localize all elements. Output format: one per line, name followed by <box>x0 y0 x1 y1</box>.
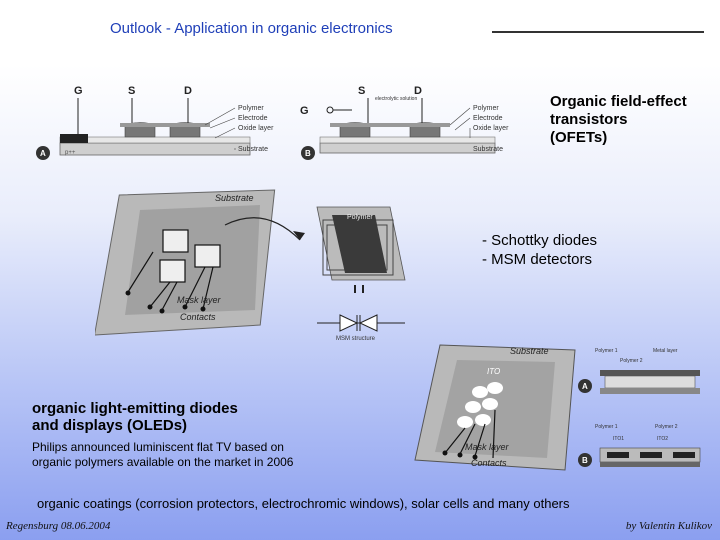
ofet-caption-line-2: transistors <box>550 111 628 128</box>
oled-b-label-ito2: ITO2 <box>657 436 668 442</box>
oled-caption: organic light-emitting diodes and displa… <box>32 400 238 434</box>
ofet-b-panel-badge <box>301 146 315 160</box>
oled-a-label-metal: Metal layer <box>653 348 678 354</box>
ofet-b-panel-label: B <box>305 149 311 158</box>
oled-mask-layer-label: Mask layer <box>465 442 510 452</box>
msm-contacts-label: Contacts <box>180 312 216 322</box>
ofet-a-label-polymer: Polymer <box>238 105 264 112</box>
msm-mask-layer-label: Mask layer <box>177 295 222 305</box>
oled-b-label-ito1: ITO1 <box>613 436 624 442</box>
oled-contacts-label: Contacts <box>471 458 507 468</box>
oled-substrate-label: Substrate <box>510 346 549 356</box>
msm-substrate-label: Substrate <box>215 193 254 203</box>
slide-title: Outlook - Application in organic electro… <box>110 20 393 37</box>
oled-diagram: Substrate ITO Mask layer Contacts A Poly… <box>414 344 701 471</box>
oled-b-label-polymer2: Polymer 2 <box>655 424 678 430</box>
ofet-diagram: G S D Polymer Electrode Oxide layer Subs… <box>36 85 509 160</box>
ofet-a-label-electrode: Electrode <box>238 115 268 122</box>
ofet-a-doping: p++ <box>65 150 76 156</box>
coatings-note: organic coatings (corrosion protectors, … <box>37 496 570 511</box>
ofet-b-label-substrate: Substrate <box>473 146 503 153</box>
schottky-caption-line-2: - MSM detectors <box>482 251 593 268</box>
oled-b-label-polymer1: Polymer 1 <box>595 424 618 430</box>
oled-panel-b-label: B <box>582 456 588 465</box>
ofet-a-g-label: G <box>74 85 83 97</box>
ofet-a-substrate <box>59 142 251 156</box>
ofet-b-g-label: G <box>300 105 309 117</box>
ofet-b-label-oxide: Oxide layer <box>473 125 509 132</box>
oled-a-label-polymer1: Polymer 1 <box>595 348 618 354</box>
ofet-a: G S D Polymer Electrode Oxide layer Subs… <box>36 85 274 160</box>
ofet-caption: Organic field-effect transistors (OFETs) <box>550 93 687 147</box>
ofet-a-gate <box>60 134 88 143</box>
philips-note-line-1: Philips announced luminiscent flat TV ba… <box>32 440 284 454</box>
ofet-caption-line-1: Organic field-effect <box>550 93 687 110</box>
msm-polymer-label: Polymer <box>347 214 373 221</box>
ofet-b-electrolytic: electrolytic solution <box>375 96 417 102</box>
schottky-caption: - Schottky diodes - MSM detectors <box>482 231 597 269</box>
ofet-b-s-label: S <box>358 85 365 97</box>
ofet-b-d-label: D <box>414 85 422 97</box>
ofet-a-panel-label: A <box>40 149 46 158</box>
philips-note: Philips announced luminiscent flat TV ba… <box>32 440 293 470</box>
ofet-a-oxide <box>59 136 251 144</box>
oled-panel-a-label: A <box>582 382 588 391</box>
title-rule <box>492 31 704 33</box>
footer-location-date: Regensburg 08.06.2004 <box>6 520 111 532</box>
oled-caption-line-1: organic light-emitting diodes <box>32 400 238 417</box>
schottky-caption-line-1: - Schottky diodes <box>482 232 598 249</box>
msm-structure-label: MSM structure <box>336 336 376 342</box>
msm-diagram: Substrate Mask layer Contacts Polymer <box>95 189 406 336</box>
footer-author: by Valentin Kulikov <box>625 520 712 532</box>
ofet-a-s-label: S <box>128 85 135 97</box>
oled-caption-line-2: and displays (OLEDs) <box>32 417 188 434</box>
ofet-a-d-label: D <box>184 85 192 97</box>
ofet-a-panel-badge <box>36 146 50 160</box>
ofet-b-label-electrode: Electrode <box>473 115 503 122</box>
oled-ito-label: ITO <box>487 367 500 376</box>
oled-a-label-polymer2: Polymer 2 <box>620 358 643 364</box>
philips-note-line-2: organic polymers available on the market… <box>32 455 294 469</box>
ofet-caption-line-3: (OFETs) <box>550 129 608 146</box>
ofet-a-label-oxide: Oxide layer <box>238 125 274 132</box>
ofet-a-label-substrate: Substrate <box>238 146 268 153</box>
ofet-b: G S D electrolytic solution Polymer Elec… <box>300 85 509 160</box>
ofet-b-label-polymer: Polymer <box>473 105 499 112</box>
